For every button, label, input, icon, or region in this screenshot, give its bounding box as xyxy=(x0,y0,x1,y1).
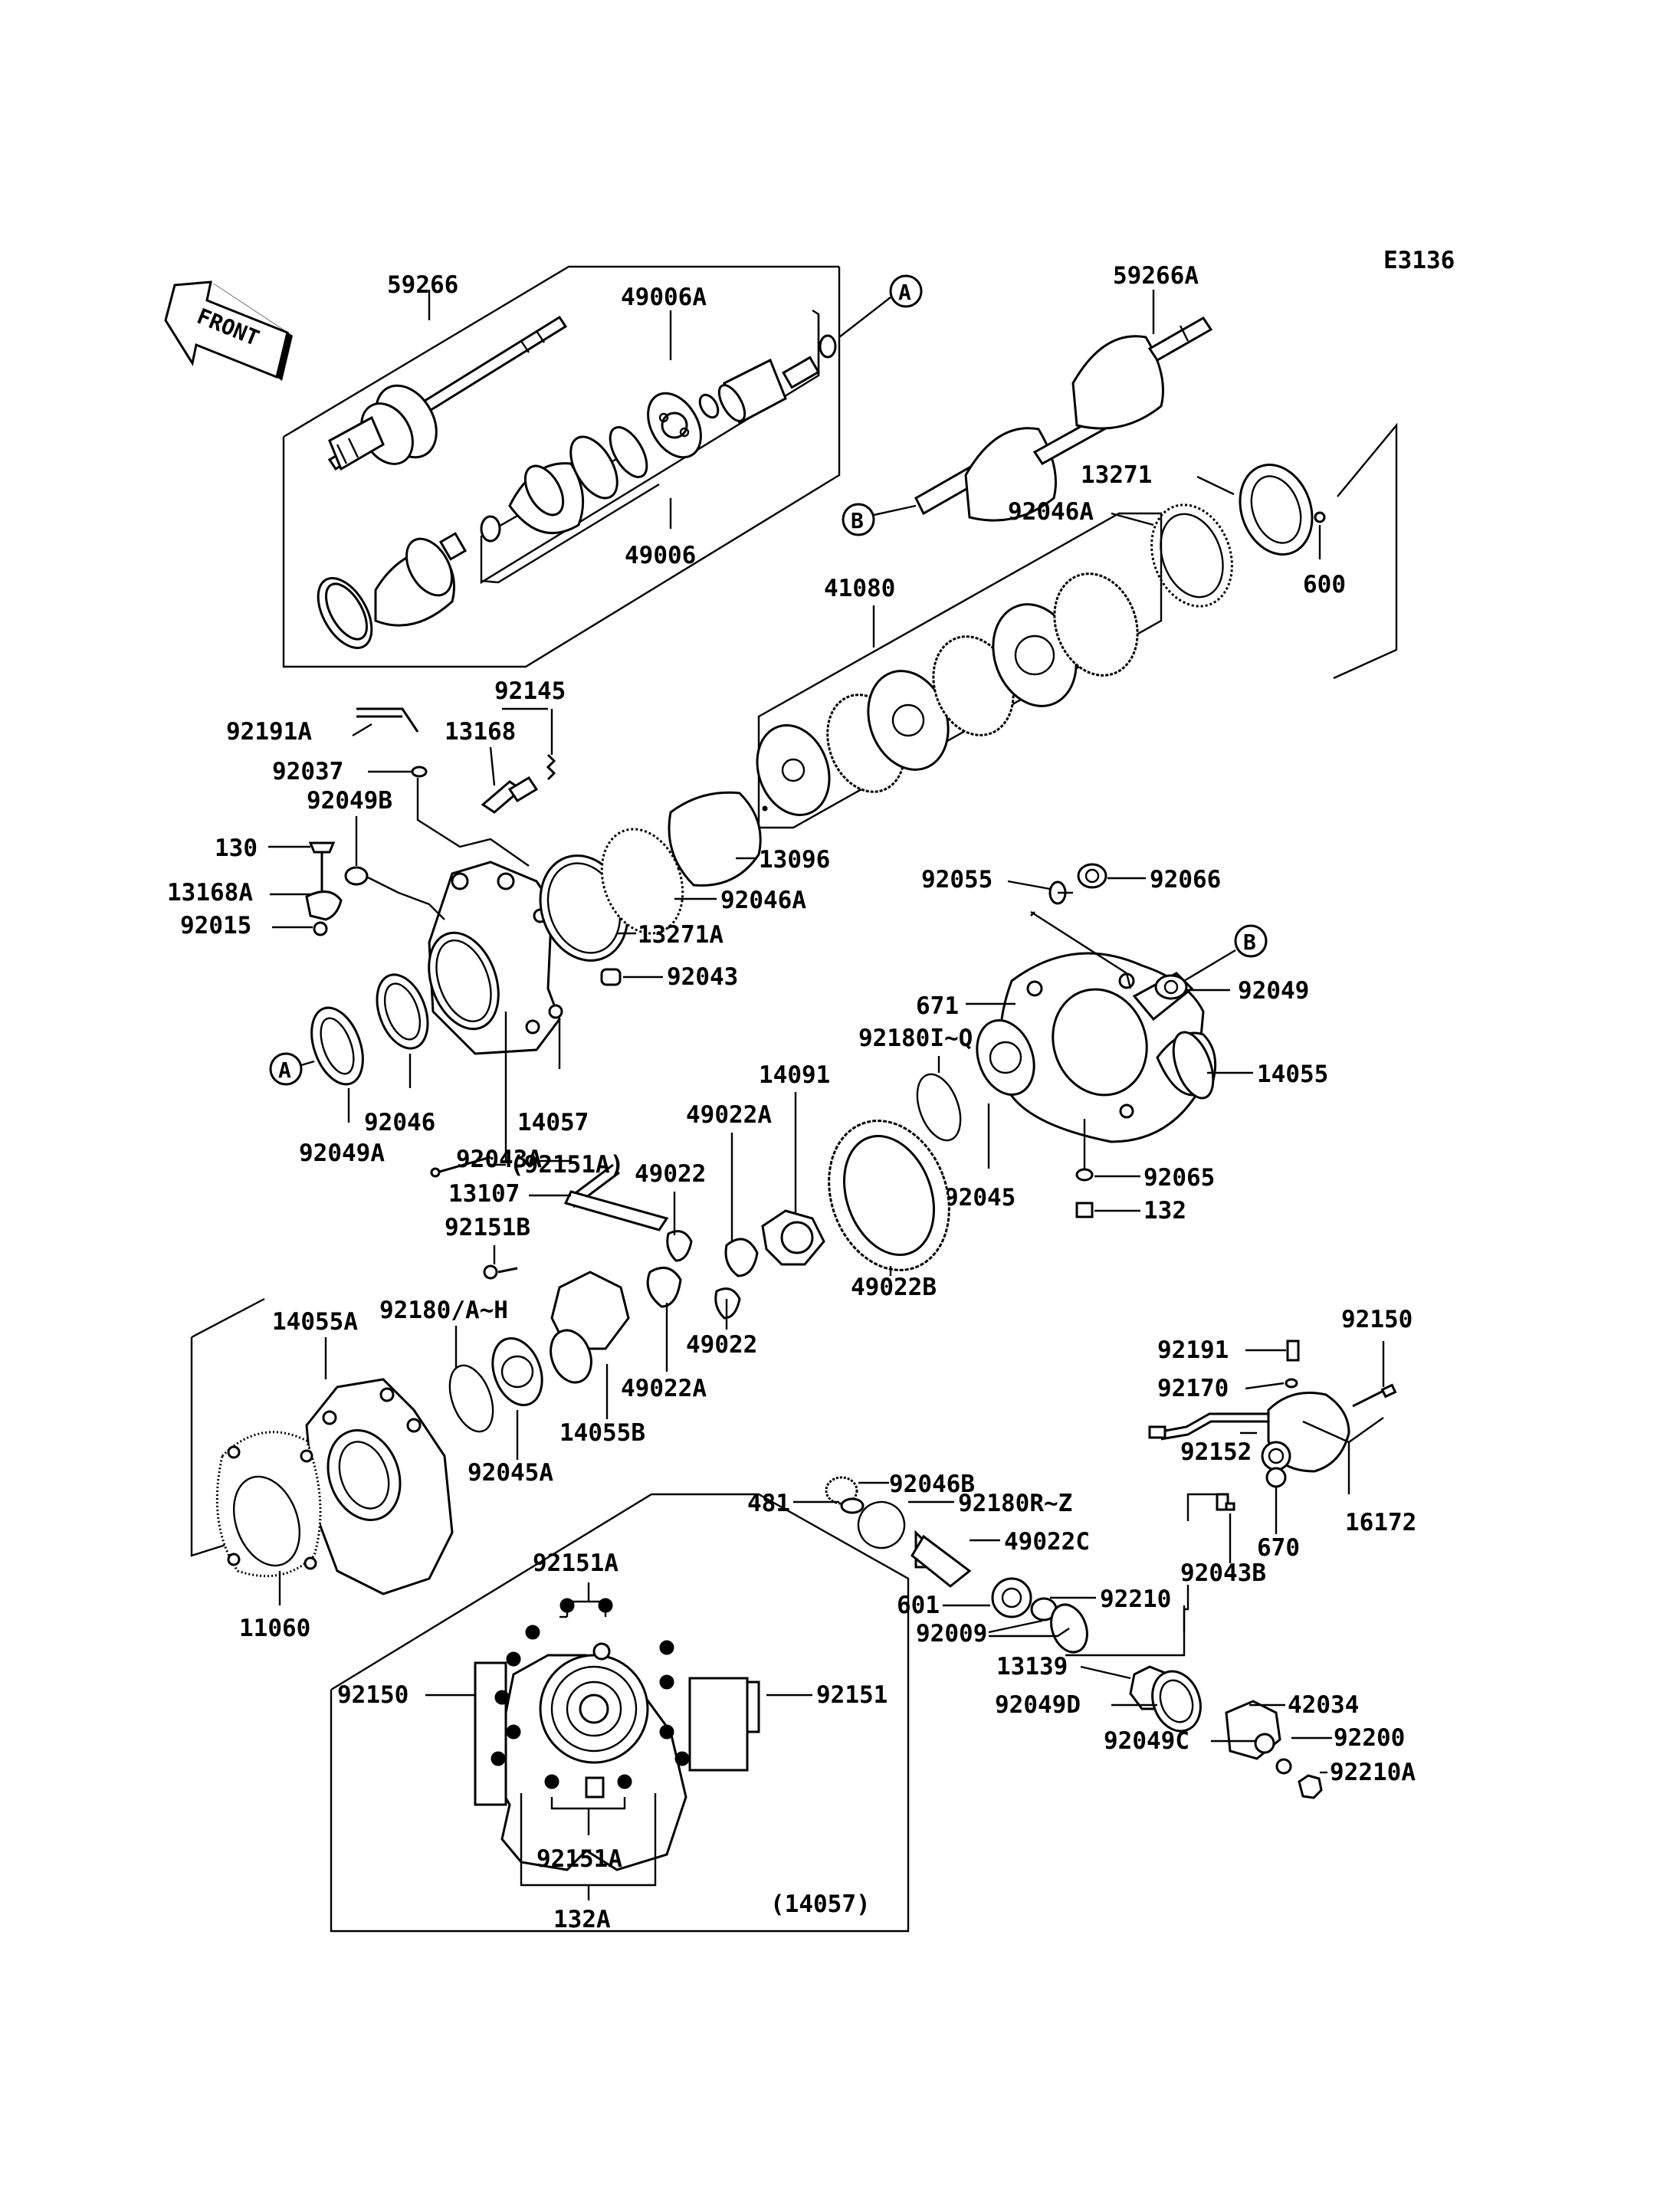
part-92170: 92170 xyxy=(1157,1375,1229,1402)
part-92037: 92037 xyxy=(272,758,343,785)
pinion-parts xyxy=(825,1476,1323,1799)
part-13168A: 13168A xyxy=(167,879,253,907)
seals-14057 xyxy=(310,791,762,1178)
part-92043: 92043 xyxy=(667,963,738,991)
part-13271A: 13271A xyxy=(638,921,724,949)
part-13107: 13107 xyxy=(448,1180,520,1208)
part-92046A-top: 92046A xyxy=(1008,498,1094,526)
part-92191A: 92191A xyxy=(226,718,312,746)
part-92180A-H: 92180/A~H xyxy=(379,1297,508,1324)
ref-a-bottom: A xyxy=(278,1058,291,1083)
part-92046B: 92046B xyxy=(889,1471,975,1498)
front-arrow-icon: FRONT xyxy=(164,280,293,381)
housing-14055A xyxy=(215,1378,454,1595)
part-671: 671 xyxy=(916,992,959,1020)
inset-label-132A: 132A xyxy=(553,1906,611,1933)
ref-b-top: B xyxy=(851,508,864,533)
part-92065: 92065 xyxy=(1144,1164,1215,1192)
part-11060: 11060 xyxy=(239,1615,310,1642)
shift-parts xyxy=(305,707,556,936)
inset-label-bottom: 92151A xyxy=(536,1845,622,1873)
part-92049A: 92049A xyxy=(299,1139,385,1167)
inset-label-left: 92150 xyxy=(337,1681,409,1709)
part-59266: 59266 xyxy=(387,271,458,299)
drive-shaft-59266 xyxy=(327,315,568,471)
part-13096: 13096 xyxy=(759,846,830,874)
cv-joint-parts xyxy=(317,334,837,650)
differential-parts xyxy=(448,1120,950,1433)
inset-housing-view xyxy=(474,1598,760,1871)
part-92151B: 92151B xyxy=(445,1214,530,1241)
part-14055A: 14055A xyxy=(272,1308,358,1336)
part-670: 670 xyxy=(1257,1534,1300,1562)
actuator-16172 xyxy=(1148,1340,1397,1511)
part-92210: 92210 xyxy=(1100,1585,1171,1613)
part-481: 481 xyxy=(747,1490,790,1517)
part-92049C: 92049C xyxy=(1104,1727,1189,1755)
part-14057: 14057 xyxy=(517,1109,589,1136)
part-49022A-bot: 49022A xyxy=(621,1375,707,1402)
part-92043A: 92043A xyxy=(456,1146,542,1173)
part-92045: 92045 xyxy=(944,1184,1016,1212)
part-92046A-mid: 92046A xyxy=(720,887,806,914)
part-601: 601 xyxy=(897,1592,940,1619)
part-92200: 92200 xyxy=(1334,1724,1405,1752)
part-92046: 92046 xyxy=(364,1109,435,1136)
part-49022A-top: 49022A xyxy=(686,1101,772,1129)
ref-b-bottom: B xyxy=(1243,930,1256,955)
part-14055B: 14055B xyxy=(559,1419,645,1447)
part-92049D: 92049D xyxy=(995,1691,1081,1719)
housing-14057 xyxy=(428,861,563,1055)
part-41080: 41080 xyxy=(824,575,895,602)
part-49006A: 49006A xyxy=(621,284,707,311)
part-13139: 13139 xyxy=(996,1653,1068,1681)
drive-shaft-59266A xyxy=(914,316,1213,522)
part-92009: 92009 xyxy=(916,1620,987,1648)
part-92049: 92049 xyxy=(1238,977,1309,1005)
part-14091: 14091 xyxy=(759,1061,830,1089)
seals-14055 xyxy=(916,863,1188,1218)
inset-label-right: 92151 xyxy=(816,1681,888,1709)
part-49022-top: 49022 xyxy=(635,1160,706,1188)
part-92015: 92015 xyxy=(180,912,251,939)
part-59266A: 59266A xyxy=(1113,262,1199,290)
part-42034: 42034 xyxy=(1288,1691,1359,1719)
part-92066: 92066 xyxy=(1150,866,1221,894)
part-92191: 92191 xyxy=(1157,1336,1229,1364)
inset-caption: (14057) xyxy=(770,1890,871,1918)
part-132: 132 xyxy=(1144,1197,1186,1225)
housing-14055 xyxy=(999,952,1217,1143)
part-13271: 13271 xyxy=(1081,461,1152,489)
ref-a-top: A xyxy=(898,280,911,305)
part-49022C: 49022C xyxy=(1004,1528,1090,1556)
diagram-code: E3136 xyxy=(1383,247,1455,274)
part-92151A-paren: (92151A) xyxy=(510,1151,624,1179)
part-92055: 92055 xyxy=(921,866,993,894)
part-92045A: 92045A xyxy=(468,1459,553,1487)
part-92210A: 92210A xyxy=(1330,1759,1416,1786)
part-16172: 16172 xyxy=(1345,1509,1416,1536)
parts-13271-group xyxy=(1150,464,1326,608)
part-600: 600 xyxy=(1303,571,1346,598)
part-92180R-Z: 92180R~Z xyxy=(958,1490,1072,1517)
part-13168: 13168 xyxy=(445,718,516,746)
part-49022-bot: 49022 xyxy=(686,1331,757,1359)
part-49022B: 49022B xyxy=(851,1274,937,1301)
part-92145: 92145 xyxy=(494,677,566,705)
part-49006: 49006 xyxy=(625,542,696,569)
part-92043B: 92043B xyxy=(1180,1559,1266,1587)
part-92150-right: 92150 xyxy=(1341,1306,1413,1333)
part-92180I-Q: 92180I~Q xyxy=(858,1025,973,1052)
part-130: 130 xyxy=(215,835,258,862)
clutch-plates-41080 xyxy=(756,572,1139,816)
inset-label-top: 92151A xyxy=(533,1549,619,1577)
part-14055: 14055 xyxy=(1257,1061,1328,1088)
part-92152: 92152 xyxy=(1180,1438,1252,1466)
part-92049B: 92049B xyxy=(307,787,392,815)
